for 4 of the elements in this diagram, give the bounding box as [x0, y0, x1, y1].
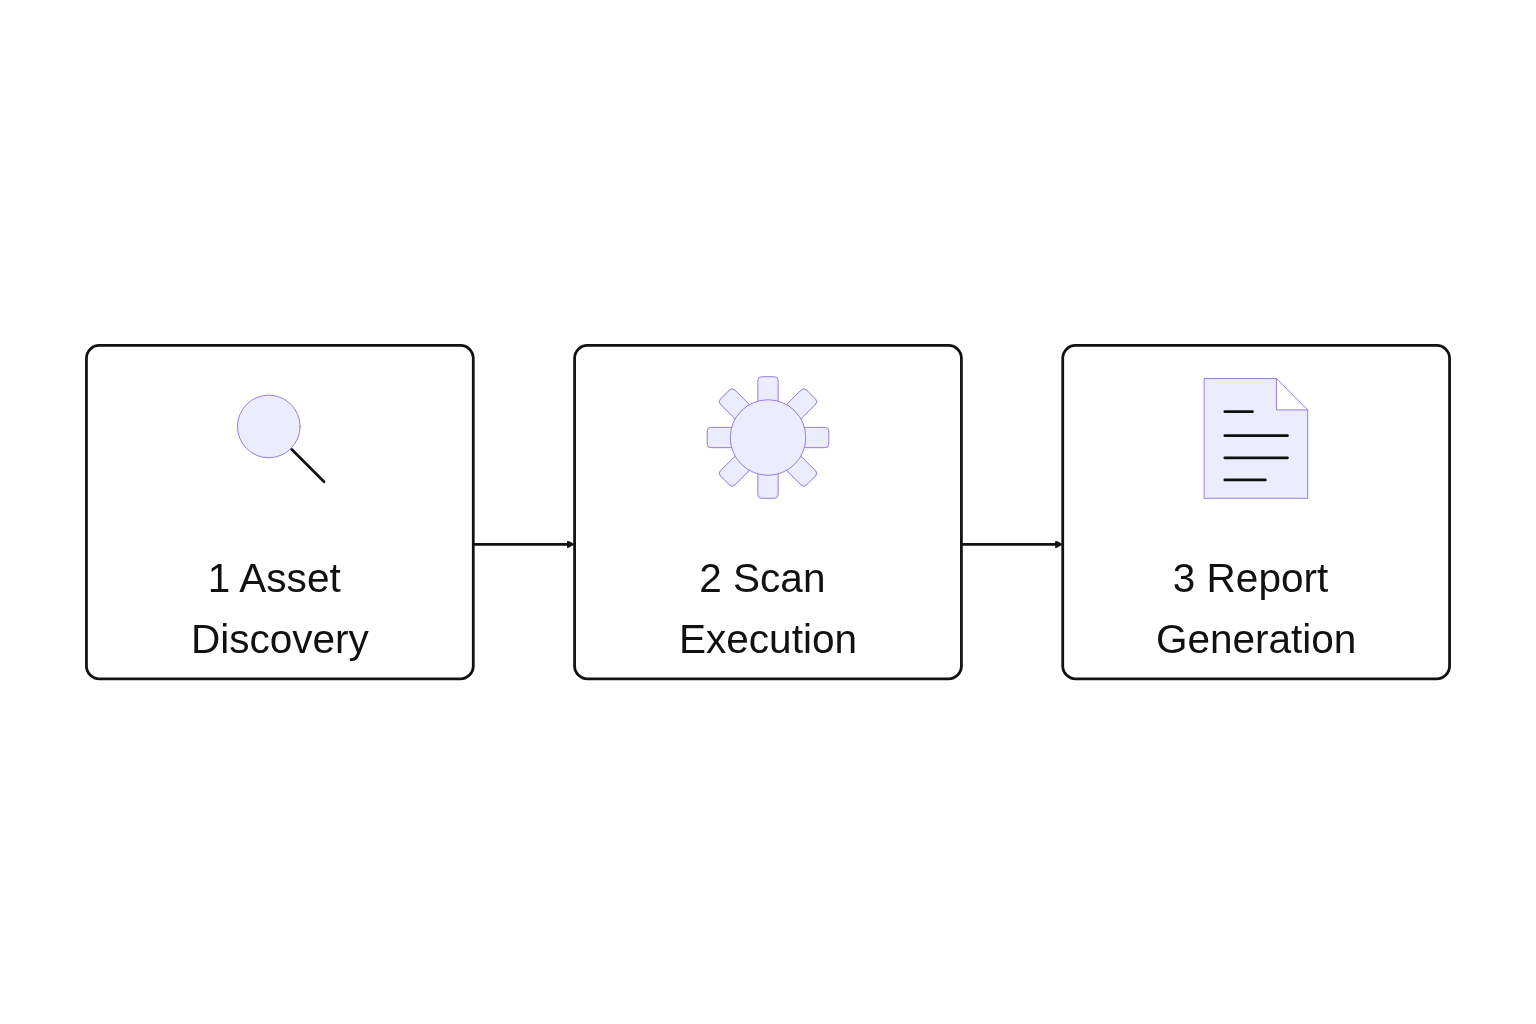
node-box: 2 Scan Execution [573, 343, 963, 681]
node-box: 3 Report Generation [1061, 343, 1451, 681]
arrow [473, 540, 575, 549]
node-box: 1 Asset Discovery [85, 343, 475, 681]
